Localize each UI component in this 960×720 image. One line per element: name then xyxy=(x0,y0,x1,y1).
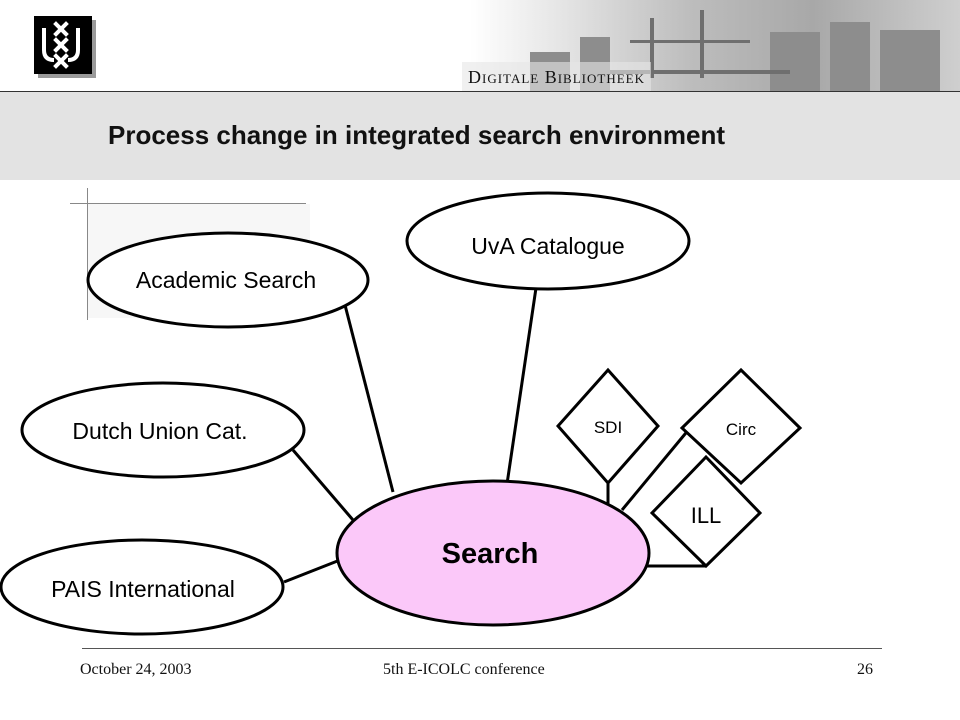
uva-crosses-icon xyxy=(42,21,80,69)
connector-dutch-union xyxy=(291,449,355,521)
label-academic-search: Academic Search xyxy=(136,267,316,293)
decorative-line-vertical xyxy=(87,188,88,320)
footer-conference: 5th E-ICOLC conference xyxy=(383,661,545,678)
connector-academic-search xyxy=(343,304,395,493)
node-ill xyxy=(649,454,763,569)
connector-pais xyxy=(283,558,341,584)
title-band xyxy=(0,92,960,180)
label-dutch-union: Dutch Union Cat. xyxy=(72,418,247,444)
label-ill: ILL xyxy=(691,503,722,528)
label-search: Search xyxy=(442,538,539,570)
banner-label: Digitale Bibliotheek xyxy=(462,62,651,92)
node-circ xyxy=(679,367,803,486)
footer-divider xyxy=(82,648,882,649)
connector-circ xyxy=(620,427,692,511)
node-uva-catalogue xyxy=(405,191,691,291)
page-title: Process change in integrated search envi… xyxy=(108,120,725,150)
label-circ: Circ xyxy=(726,420,757,439)
node-dutch-union xyxy=(20,381,306,479)
footer-page-number: 26 xyxy=(857,661,873,678)
label-pais: PAIS International xyxy=(51,576,235,602)
label-sdi: SDI xyxy=(594,418,622,437)
label-uva-catalogue: UvA Catalogue xyxy=(471,233,624,259)
node-search xyxy=(335,479,651,627)
uva-logo xyxy=(34,16,92,74)
node-academic-search xyxy=(86,231,370,329)
header-divider xyxy=(0,91,960,92)
footer-date: October 24, 2003 xyxy=(80,661,192,678)
connector-uva-catalogue xyxy=(505,287,538,485)
decorative-line-horizontal xyxy=(70,203,306,204)
node-pais xyxy=(0,538,285,636)
node-sdi xyxy=(555,367,661,486)
